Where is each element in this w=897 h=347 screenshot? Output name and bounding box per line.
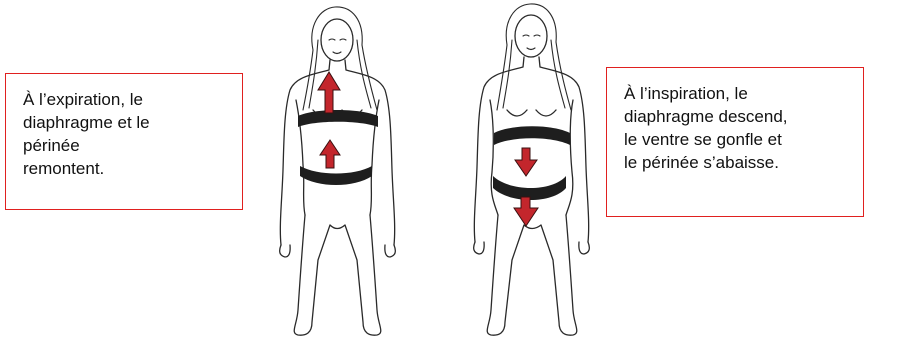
exhale-callout-text: À l’expiration, le diaphragme et le péri… — [23, 88, 150, 180]
inhale-callout-line: le périnée s’abaisse. — [624, 151, 788, 174]
exhale-callout-line: périnée — [23, 134, 150, 157]
inhale-lower-down-arrow — [514, 197, 538, 226]
inhale-callout-line: le ventre se gonfle et — [624, 128, 788, 151]
exhale-callout-line: diaphragme et le — [23, 111, 150, 134]
exhale-callout: À l’expiration, le diaphragme et le péri… — [5, 73, 243, 210]
inhale-legs — [487, 215, 577, 335]
exhale-figure — [280, 7, 396, 335]
inhale-figure — [474, 4, 590, 335]
exhale-face — [321, 19, 353, 61]
inhale-face — [515, 15, 547, 57]
inhale-callout-line: diaphragme descend, — [624, 105, 788, 128]
exhale-callout-line: remontent. — [23, 157, 150, 180]
inhale-callout-line: À l’inspiration, le — [624, 82, 788, 105]
inhale-callout-text: À l’inspiration, le diaphragme descend, … — [624, 82, 788, 174]
exhale-upper-up-arrow — [318, 72, 340, 113]
exhale-legs — [294, 215, 381, 335]
exhale-perineum-band — [300, 166, 372, 185]
exhale-diaphragm-band — [298, 110, 378, 127]
exhale-hair — [303, 7, 377, 110]
exhale-callout-line: À l’expiration, le — [23, 88, 150, 111]
exhale-lower-up-arrow — [320, 140, 340, 168]
inhale-diaphragm-band — [494, 126, 570, 145]
inhale-perineum-band — [493, 176, 566, 200]
inhale-callout: À l’inspiration, le diaphragme descend, … — [606, 67, 864, 217]
inhale-upper-down-arrow — [515, 148, 537, 176]
